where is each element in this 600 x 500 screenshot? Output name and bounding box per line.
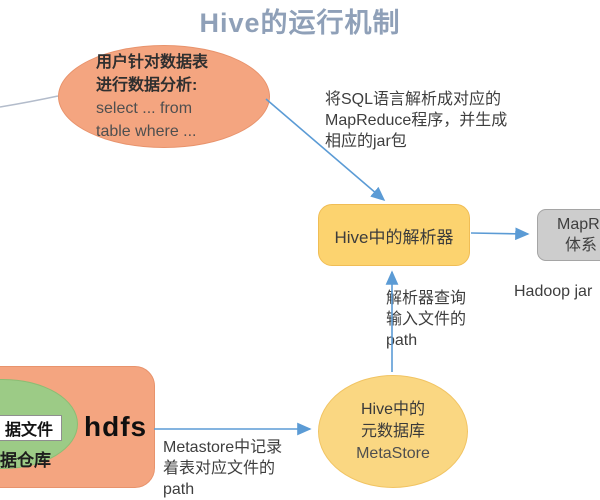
mapreduce-system-box: MapR 体系 (537, 209, 600, 261)
warehouse-label: 据仓库 (0, 451, 51, 470)
connector-left-edge (0, 95, 59, 108)
mapreduce-box-line-1: MapR (557, 216, 600, 233)
data-file-box: 据文件 (0, 415, 62, 441)
hdfs-label: hdfs (84, 411, 148, 442)
sql-parse-note: 将SQL语言解析成对应的 MapReduce程序，并生成 相应的jar包 (325, 91, 508, 150)
metastore-line-3: MetaStore (356, 444, 430, 462)
hive-parser-box: Hive中的解析器 (318, 204, 470, 266)
metastore-path-note: Metastore中记录 着表对应文件的 path (163, 439, 283, 498)
arrow-parser-to-mapreduce (470, 227, 530, 241)
user-query-line-4: table where ... (96, 122, 197, 140)
metastore-ellipse: Hive中的 元数据库 MetaStore (318, 375, 468, 488)
parser-query-note: 解析器查询 输入文件的 path (386, 290, 467, 349)
metastore-line-1: Hive中的 (360, 400, 425, 418)
user-query-line-2: 进行数据分析: (96, 76, 198, 94)
user-query-line-3: select ... from (96, 99, 193, 117)
mapreduce-box-line-2: 体系 (565, 237, 598, 254)
user-query-ellipse: 用户针对数据表 进行数据分析: select ... from table wh… (58, 45, 270, 148)
metastore-line-2: 元数据库 (360, 422, 425, 440)
diagram-title: Hive的运行机制 (199, 8, 401, 38)
hadoop-jar-note: Hadoop jar (514, 283, 593, 300)
user-query-line-1: 用户针对数据表 (96, 53, 209, 71)
